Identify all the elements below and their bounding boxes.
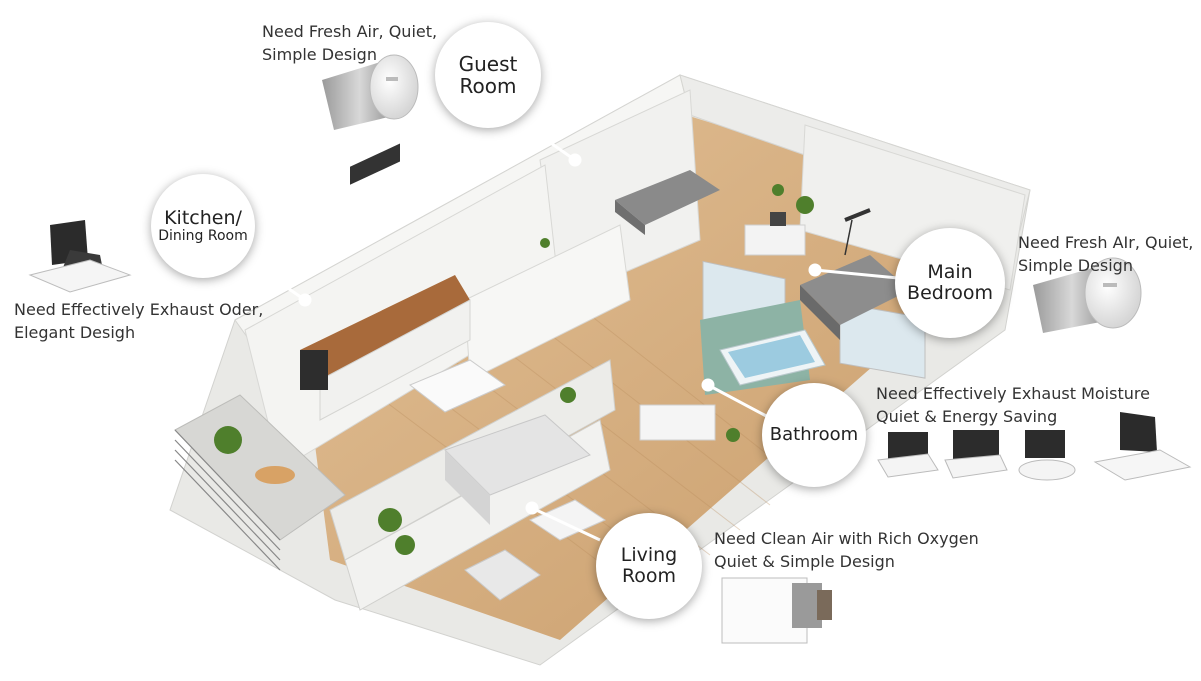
dining-table [409, 359, 506, 413]
bathroom-exhaust-fan-icon [877, 412, 1192, 481]
plants [214, 184, 814, 555]
living-room-bubble: Living Room [596, 513, 702, 619]
bathroom-bubble: Bathroom [762, 383, 866, 487]
bubble-line: Bedroom [907, 282, 993, 304]
bubble-line: Kitchen/ [164, 206, 242, 229]
bath-vanity [639, 404, 716, 441]
guest-room-diffuser-icon [322, 54, 419, 130]
kitchen-counter [300, 275, 470, 380]
bathroom-need: Need Effectively Exhaust Moisture Quiet … [876, 382, 1150, 428]
kitchen-need: Need Effectively Exhaust Oder, Elegant D… [14, 298, 263, 344]
need-line: Quiet & Energy Saving [876, 407, 1058, 426]
bubble-line: Living [620, 543, 678, 566]
bubble-line: Dining Room [158, 227, 248, 244]
coffee-table [528, 499, 607, 541]
need-line: Need Effectively Exhaust Oder, [14, 300, 264, 319]
study-desk [744, 224, 806, 256]
need-line: Need Fresh AIr, Quiet, [1018, 233, 1194, 252]
need-line: Elegant Desigh [14, 323, 136, 342]
bubble-line: Main [927, 260, 973, 283]
partition-wall [464, 224, 631, 381]
kitchen-leader [249, 260, 306, 302]
bubble-line: Bathroom [769, 423, 859, 445]
living-leader [531, 506, 601, 542]
balcony-table [255, 466, 295, 484]
main-bed [800, 255, 910, 325]
bedroom-diffuser-icon [1033, 257, 1142, 333]
guest-room-need: Need Fresh Air, Quiet, Simple Design [262, 20, 437, 66]
need-line: Need Effectively Exhaust Moisture [876, 384, 1150, 403]
need-line: Need Fresh Air, Quiet, [262, 22, 438, 41]
kitchen-bubble: Kitchen/ Dining Room [151, 174, 255, 278]
need-line: Quiet & Simple Design [714, 552, 895, 571]
bubble-line: Guest [458, 51, 518, 76]
kitchen-exhaust-fan-icon [28, 220, 132, 293]
armchair [464, 549, 541, 601]
oven [300, 350, 328, 390]
main-bedroom-bubble: Main Bedroom [895, 228, 1005, 338]
guest-room-bubble: Guest Room [435, 22, 541, 128]
bubble-line: Room [621, 565, 677, 587]
bathroom-leader [707, 383, 771, 420]
guest-bed [615, 170, 720, 225]
guest-leader [514, 116, 576, 162]
need-line: Simple Design [1018, 256, 1133, 275]
living-room-need: Need Clean Air with Rich Oxygen Quiet & … [714, 527, 979, 573]
need-line: Simple Design [262, 45, 377, 64]
wall-ventilation-unit-icon [721, 577, 832, 644]
need-line: Need Clean Air with Rich Oxygen [714, 529, 979, 548]
bubble-line: Room [459, 74, 517, 98]
main-bedroom-need: Need Fresh AIr, Quiet, Simple Design [1018, 231, 1193, 277]
bedroom-leader [814, 268, 899, 280]
